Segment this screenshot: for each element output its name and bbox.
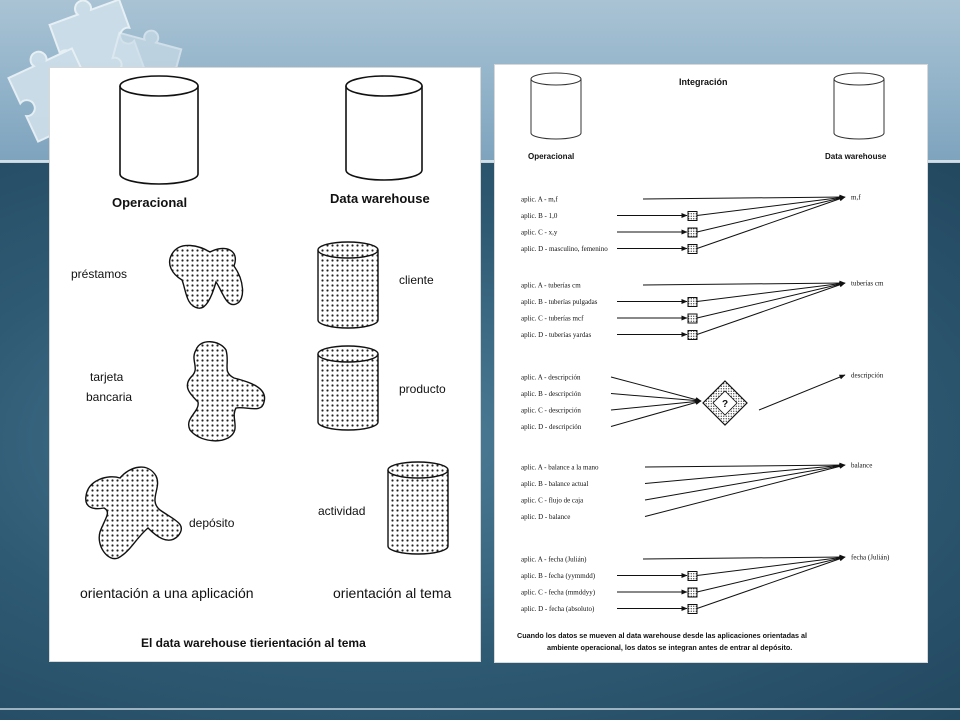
conversion-box-icon [687,297,698,307]
flow-arrow [644,463,846,517]
figure-footer: El data warehouse tierientación al tema [141,636,366,650]
data-warehouse-database-icon [833,72,885,140]
flow-arrow [642,280,846,286]
source-label: aplic. C - tuberías mcf [521,315,584,323]
flow-arrow [642,554,846,560]
background-bottom-line [0,708,960,710]
flow-arrow [696,556,846,609]
integration-diagram: Integración Operacional Data warehouse a… [494,64,928,663]
source-label: aplic. A - balance a la mano [521,464,599,472]
flow-arrow [696,281,846,302]
source-label: aplic. B - tuberías pulgadas [521,298,598,306]
producto-cylinder [317,345,379,431]
integration-group: aplic. A - tuberías cm aplic. B - tubería… [521,280,884,340]
label-prestamos: préstamos [71,267,127,281]
source-label: aplic. A - tuberías cm [521,282,581,290]
actividad-cylinder [387,461,449,555]
conversion-box-icon [687,587,698,598]
integration-group: aplic. A - fecha (Julián) aplic. B - fech… [521,554,890,614]
decision-mark: ? [722,399,728,410]
flow-arrow [696,555,846,593]
flow-arrow [642,194,846,200]
label-tarjeta: tarjeta [90,370,124,384]
operational-database-icon [530,72,582,140]
source-label: aplic. A - fecha (Julián) [521,556,587,564]
source-label: aplic. B - balance actual [521,480,588,488]
flow-arrow [696,196,846,249]
integration-title: Integración [679,77,728,87]
flow-arrow [696,195,846,233]
decision-inner [712,390,738,416]
target-label: m,f [851,194,861,202]
target-label: fecha (Julián) [851,554,890,562]
flow-arrow [696,281,846,319]
label-operacional: Operacional [112,195,187,210]
flow-arrow [610,399,702,411]
flow-arrow [644,463,846,484]
target-label: tuberías cm [851,280,884,288]
target-label: balance [851,462,872,470]
conversion-box-icon [687,571,698,581]
source-label: aplic. C - flujo de caja [521,497,584,505]
label-operacional: Operacional [528,152,574,161]
label-bancaria: bancaria [86,390,132,404]
conversion-box-icon [687,211,698,221]
source-label: aplic. C - x,y [521,229,558,237]
source-label: aplic. A - m,f [521,196,558,204]
flow-arrow [644,462,846,468]
integration-group: aplic. A - m,f aplic. B - 1,0 aplic. C - x… [521,194,861,254]
deposito-blob [85,466,183,560]
tarjeta-bancaria-blob [186,341,266,442]
flow-arrow [644,463,846,501]
orientation-diagram-svg: Operacional Data warehouse préstamos tar… [71,75,452,650]
conversion-box-icon [687,330,698,340]
caption-tema: orientación al tema [333,585,452,601]
label-deposito: depósito [189,516,235,530]
prestamos-blob [168,244,244,309]
caption-aplicacion: orientación a una aplicación [80,585,254,601]
source-label: aplic. D - balance [521,513,570,521]
flow-arrow [610,376,702,402]
flow-arrow [758,374,846,411]
source-label: aplic. D - descripción [521,423,582,431]
flow-arrow [610,400,702,427]
source-label: aplic. C - descripción [521,407,581,415]
caption-line-1: Cuando los datos se mueven al data wareh… [517,631,807,640]
flow-arrow [610,393,702,404]
source-label: aplic. C - fecha (mmddyy) [521,589,596,597]
orientation-diagram: Operacional Data warehouse préstamos tar… [49,67,481,662]
conversion-box-icon [687,604,698,614]
label-cliente: cliente [399,273,434,287]
flow-arrow [696,282,846,335]
operational-database-icon [119,75,199,185]
conversion-box-icon [687,244,698,254]
cliente-cylinder [317,241,379,329]
caption-line-2: ambiente operacional, los datos se integ… [547,643,792,652]
source-label: aplic. B - fecha (yymmdd) [521,572,596,580]
label-data-warehouse: Data warehouse [825,152,887,161]
source-label: aplic. B - descripción [521,390,581,398]
integration-group: aplic. A - balance a la mano aplic. B - b… [521,462,872,522]
label-producto: producto [399,382,446,396]
source-label: aplic. D - fecha (absoluto) [521,605,595,613]
target-label: descripción [851,372,884,380]
flow-arrow [696,555,846,576]
conversion-box-icon [687,313,698,324]
integration-group: aplic. A - descripción aplic. B - descrip… [521,372,884,432]
flow-arrow [696,195,846,216]
source-label: aplic. D - tuberías yardas [521,331,591,339]
conversion-box-icon [687,227,698,238]
data-warehouse-database-icon [345,75,423,181]
integration-groups: aplic. A - m,f aplic. B - 1,0 aplic. C - x… [521,194,890,614]
label-actividad: actividad [318,504,365,518]
source-label: aplic. A - descripción [521,374,581,382]
source-label: aplic. D - masculino, femenino [521,245,608,253]
label-data-warehouse: Data warehouse [330,191,430,206]
integration-diagram-svg: Integración Operacional Data warehouse a… [517,72,890,652]
source-label: aplic. B - 1,0 [521,212,558,220]
